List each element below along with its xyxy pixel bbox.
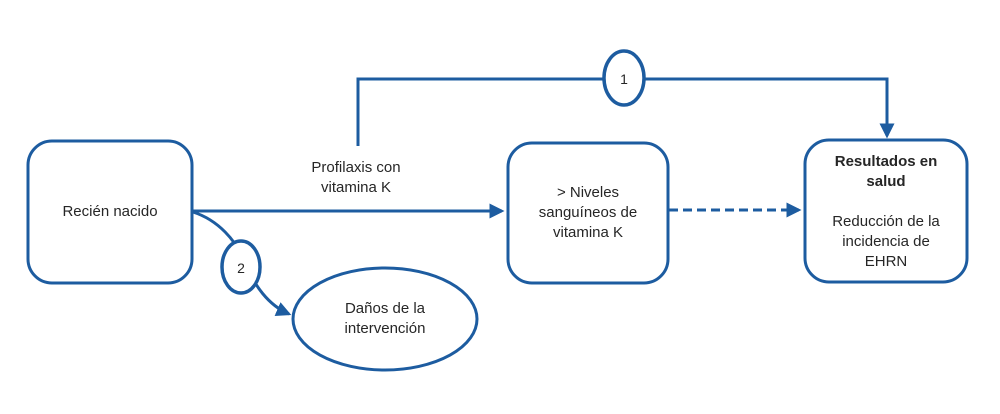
newborn-box	[26, 139, 194, 285]
marker-2-label: 2	[237, 260, 245, 276]
marker-1-circle	[602, 49, 646, 107]
intervention-label: Profilaxis con vitamina K	[311, 159, 401, 196]
outcomes-label: Resultados en salud Reducción de la inci…	[810, 132, 962, 292]
newborn-label: Recién nacido	[62, 203, 158, 220]
levels-label: > Niveles sanguíneos de vitamina K	[538, 184, 638, 241]
marker-2-circle	[220, 239, 262, 295]
levels-box	[506, 141, 670, 285]
marker-1-label: 1	[620, 71, 628, 87]
outcomes-box	[803, 138, 969, 284]
harms-label: Daños de la intervención	[344, 300, 426, 337]
harms-ellipse	[291, 266, 479, 372]
outcomes-title: Resultados en salud	[834, 153, 938, 190]
outcomes-body: Reducción de la incidencia de EHRN	[832, 213, 940, 270]
